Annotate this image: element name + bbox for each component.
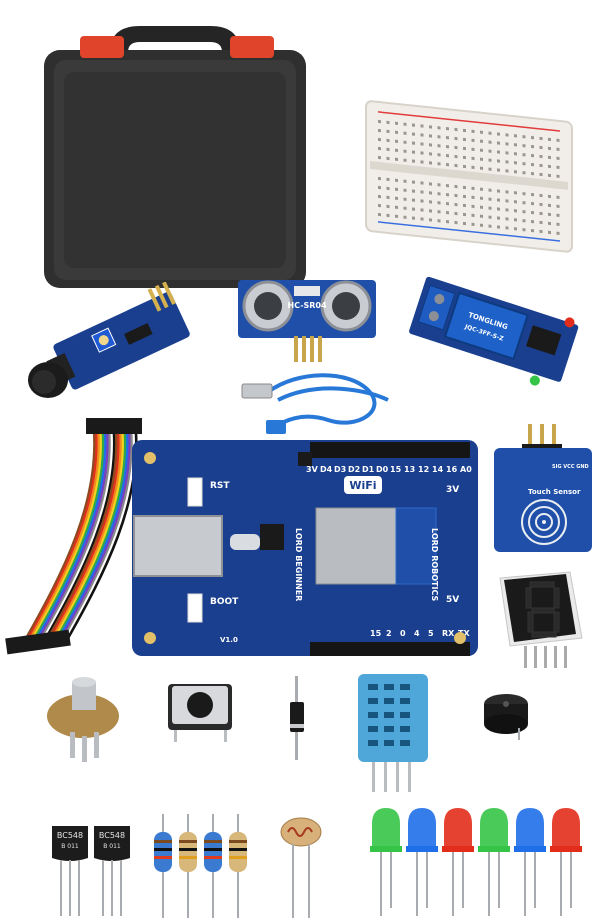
svg-text:3V: 3V	[306, 465, 319, 474]
dht-temperature-humidity-sensor	[354, 666, 432, 794]
touch-pin-labels: SIG VCC GND	[552, 464, 589, 470]
storage-case	[40, 12, 310, 292]
led-4	[478, 808, 510, 916]
resistors	[150, 814, 250, 918]
bottom-pin-labels: TX RX 5 4 0 2 15	[370, 629, 470, 638]
leds	[366, 806, 596, 918]
sound-sensor-module	[18, 282, 198, 412]
svg-text:4: 4	[414, 629, 420, 638]
led-3	[442, 808, 474, 916]
touch-label: Touch Sensor	[528, 488, 581, 496]
pin-5v-right: 5V	[446, 595, 459, 605]
svg-text:D0: D0	[376, 465, 389, 474]
usb-cable	[238, 370, 410, 440]
transistor-2-label: BC548	[99, 831, 125, 840]
svg-text:D4: D4	[320, 465, 333, 474]
svg-text:A0: A0	[460, 465, 472, 474]
resistor-1	[154, 814, 172, 918]
top-header	[310, 442, 470, 458]
svg-text:2: 2	[386, 629, 392, 638]
push-button	[162, 676, 238, 746]
brand-left: LORD BEGINNER	[294, 528, 303, 601]
usb-port	[133, 515, 223, 577]
resistor-2	[179, 814, 197, 918]
usb-b-plug	[266, 420, 286, 434]
svg-text:0: 0	[400, 629, 406, 638]
transistor-2-sublabel: B 011	[103, 843, 121, 850]
transistor-1-label: BC548	[57, 831, 83, 840]
bottom-header	[310, 642, 470, 656]
version-label: V1.0	[220, 636, 238, 644]
led-2	[406, 808, 438, 916]
right-latch	[230, 36, 274, 58]
ultrasonic-sensor: HC-SR04	[236, 276, 378, 366]
transistors: BC548 B 011 BC548 B 011	[50, 822, 140, 918]
svg-text:12: 12	[418, 465, 429, 474]
resistor-3	[204, 814, 222, 918]
esp-module	[315, 507, 397, 585]
rst-label: RST	[210, 481, 230, 491]
seven-segment-display	[494, 568, 586, 672]
svg-text:D2: D2	[348, 465, 360, 474]
svg-text:13: 13	[404, 465, 415, 474]
diode	[284, 676, 310, 760]
transistor-2: BC548 B 011	[94, 826, 130, 916]
transistor-1: BC548 B 011	[52, 826, 88, 916]
touch-sensor-module: SIG VCC GND Touch Sensor	[492, 424, 594, 554]
brand-right: LORD ROBOTICS	[430, 528, 439, 602]
svg-text:RX: RX	[442, 629, 455, 638]
rst-button	[187, 477, 203, 507]
usb-a-plug	[241, 383, 273, 399]
top-pin-labels: A0 16 14 12 13 15 D0 D1 D2 D3 D4 3V	[306, 465, 472, 474]
relay-module: TONGLING JQC-3FF-S-Z	[402, 270, 588, 400]
boot-label: BOOT	[210, 597, 239, 607]
potentiometer	[38, 672, 128, 762]
transistor-1-sublabel: B 011	[61, 843, 79, 850]
pin-3v-right: 3V	[446, 485, 459, 495]
wifi-logo: WiFi	[349, 479, 376, 492]
svg-text:5: 5	[428, 629, 434, 638]
svg-text:15: 15	[370, 629, 382, 638]
svg-text:D1: D1	[362, 465, 375, 474]
svg-text:14: 14	[432, 465, 444, 474]
svg-text:16: 16	[446, 465, 458, 474]
resistor-4	[229, 814, 247, 918]
svg-text:TX: TX	[458, 629, 470, 638]
led-1	[370, 808, 402, 916]
light-dependent-resistor	[276, 814, 326, 918]
ultrasonic-label: HC-SR04	[287, 301, 327, 310]
wifi-dev-board: WiFi RST BOOT V1.0 LORD BEGINNER LORD RO…	[130, 438, 480, 658]
buzzer	[482, 684, 530, 740]
breadboard	[360, 100, 580, 260]
left-latch	[80, 36, 124, 58]
svg-text:15: 15	[390, 465, 402, 474]
boot-button	[187, 593, 203, 623]
svg-text:D3: D3	[334, 465, 346, 474]
jumper-wires	[4, 412, 144, 660]
led-5	[514, 808, 546, 916]
led-6	[550, 808, 582, 916]
